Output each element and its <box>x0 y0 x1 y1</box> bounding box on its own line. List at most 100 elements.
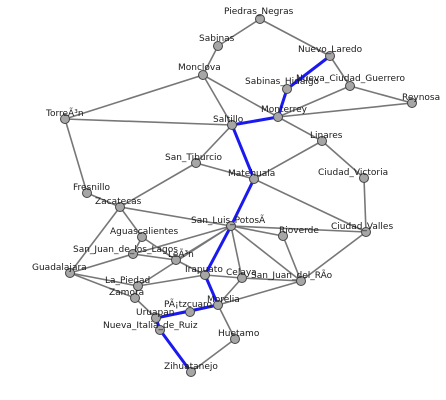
edge-ciudad_valles-san_juan_del_rio <box>300 231 367 282</box>
edge-guadalajara-la_piedad <box>69 272 139 287</box>
node-linares: Linares <box>310 131 343 146</box>
node-sabinas: Sabinas <box>199 34 235 51</box>
node-marker <box>198 70 208 80</box>
route-edge-nueva_italia-zihuatanejo <box>158 328 193 374</box>
node-marker <box>200 270 210 280</box>
node-marker <box>155 325 165 335</box>
node-marker <box>282 84 292 94</box>
node-marker <box>213 41 223 51</box>
edge-irapuato-la_piedad <box>137 274 206 287</box>
node-matehuala: Matehuala <box>228 169 275 184</box>
node-guadalajara: Guadalajara <box>32 263 87 278</box>
node-label: Guadalajara <box>32 263 87 273</box>
node-marker <box>230 334 240 344</box>
graph-nodes: Piedras_NegrasSabinasNuevo_LaredoMonclov… <box>32 7 440 377</box>
node-nuevo_laredo: Nuevo_Laredo <box>298 45 363 61</box>
edge-san_luis_potosi-la_piedad <box>137 225 232 287</box>
edge-saltillo-san_tiburcio <box>195 124 233 164</box>
edge-guadalajara-zamora <box>69 272 136 299</box>
node-irapuato: Irapuato <box>185 265 223 280</box>
edge-ciudad_victoria-ciudad_valles <box>363 177 367 233</box>
edge-irapuato-celaya <box>204 274 243 279</box>
edge-linares-matehuala <box>253 140 323 180</box>
node-zihuatanejo: Zihuatanejo <box>164 362 218 377</box>
node-rioverde: Rioverde <box>278 226 319 241</box>
node-marker <box>137 232 147 242</box>
node-torreon: TorreÃ³n <box>45 108 84 124</box>
node-san_juan_de_los_lagos: San_Juan_de_los_Lagos <box>73 245 178 259</box>
node-huetamo: Huetamo <box>218 329 260 344</box>
node-label: Fresnillo <box>73 183 110 193</box>
node-label: Zihuatanejo <box>164 362 218 372</box>
node-nueva_ciudad_guerrero: Nueva_Ciudad_Guerrero <box>296 74 406 91</box>
edge-piedras_negras-nuevo_laredo <box>259 18 331 57</box>
node-marker <box>185 307 195 317</box>
node-marker <box>65 268 75 278</box>
node-morelia: Morelia <box>207 295 240 310</box>
edge-leon-irapuato <box>175 259 206 276</box>
edge-san_juan_de_los_lagos-guadalajara <box>69 253 134 274</box>
edge-sabinas-monclova <box>202 45 219 76</box>
node-marker <box>186 367 196 377</box>
edge-zacatecas-guadalajara <box>69 206 121 274</box>
node-label: Zamora <box>109 288 144 298</box>
node-label: Uruapan <box>136 308 174 318</box>
node-aguascalientes: Aguascalientes <box>110 227 179 242</box>
node-label: San_Juan_del_RÃ­o <box>251 270 333 281</box>
node-label: Sabinas_Hidalgo <box>245 77 320 87</box>
route-edge-irapuato-morelia <box>203 273 220 307</box>
edge-morelia-san_juan_del_rio <box>217 280 302 306</box>
edge-celaya-morelia <box>217 277 243 306</box>
edge-san_luis_potosi-san_juan_del_rio <box>230 225 302 282</box>
node-saltillo: Saltillo <box>213 115 244 130</box>
edge-fresnillo-zacatecas <box>86 192 121 208</box>
node-label: Monterrey <box>261 105 308 115</box>
edge-celaya-san_juan_del_rio <box>241 277 302 282</box>
node-label: PÃ¡tzcuaro <box>164 299 213 310</box>
node-marker <box>82 188 92 198</box>
edge-monclova-monterrey <box>202 74 279 118</box>
node-label: Sabinas <box>199 34 235 44</box>
node-label: San_Tiburcio <box>165 153 223 163</box>
edge-nuevo_laredo-nueva_ciudad_guerrero <box>329 55 351 87</box>
node-label: Nueva_Ciudad_Guerrero <box>296 74 406 84</box>
node-label: Zacatecas <box>95 197 142 207</box>
edge-san_juan_de_los_lagos-leon <box>132 253 177 261</box>
node-marker <box>255 14 265 24</box>
node-label: San_Juan_de_los_Lagos <box>73 245 178 255</box>
node-marker <box>191 158 201 168</box>
node-marker <box>361 227 371 237</box>
node-marker <box>226 221 236 231</box>
edge-piedras_negras-sabinas <box>217 18 261 47</box>
node-label: San_Luis_PotosÃ­ <box>191 215 266 226</box>
node-marker <box>359 173 369 183</box>
node-marker <box>273 112 283 122</box>
node-label: Monclova <box>178 63 221 73</box>
node-marker <box>407 98 417 108</box>
edge-monterrey-linares <box>277 116 323 142</box>
node-monclova: Monclova <box>178 63 221 80</box>
node-piedras_negras: Piedras_Negras <box>224 7 294 24</box>
node-label: Nuevo_Laredo <box>298 45 363 55</box>
node-zacatecas: Zacatecas <box>95 197 142 212</box>
node-label: LeÃ³n <box>168 249 194 260</box>
node-label: La_Piedad <box>105 276 150 286</box>
node-nueva_italia: Nueva_Italia_de_Ruiz <box>103 321 198 335</box>
edge-torreon-saltillo <box>64 118 233 126</box>
node-san_tiburcio: San_Tiburcio <box>165 153 223 168</box>
edge-monclova-torreon <box>64 74 204 120</box>
node-zamora: Zamora <box>109 288 144 303</box>
node-uruapan: Uruapan <box>136 308 174 323</box>
edge-san_luis_potosi-rioverde <box>230 225 284 237</box>
node-label: Matehuala <box>228 169 275 179</box>
node-marker <box>317 136 327 146</box>
node-marker <box>227 120 237 130</box>
node-label: Reynosa <box>402 93 440 103</box>
edge-nueva_ciudad_guerrero-reynosa <box>349 85 413 104</box>
node-sabinas_hidalgo: Sabinas_Hidalgo <box>245 77 320 94</box>
edge-san_tiburcio-zacatecas <box>119 162 197 208</box>
node-ciudad_valles: Ciudad_Valles <box>331 222 393 237</box>
node-leon: LeÃ³n <box>168 249 194 265</box>
